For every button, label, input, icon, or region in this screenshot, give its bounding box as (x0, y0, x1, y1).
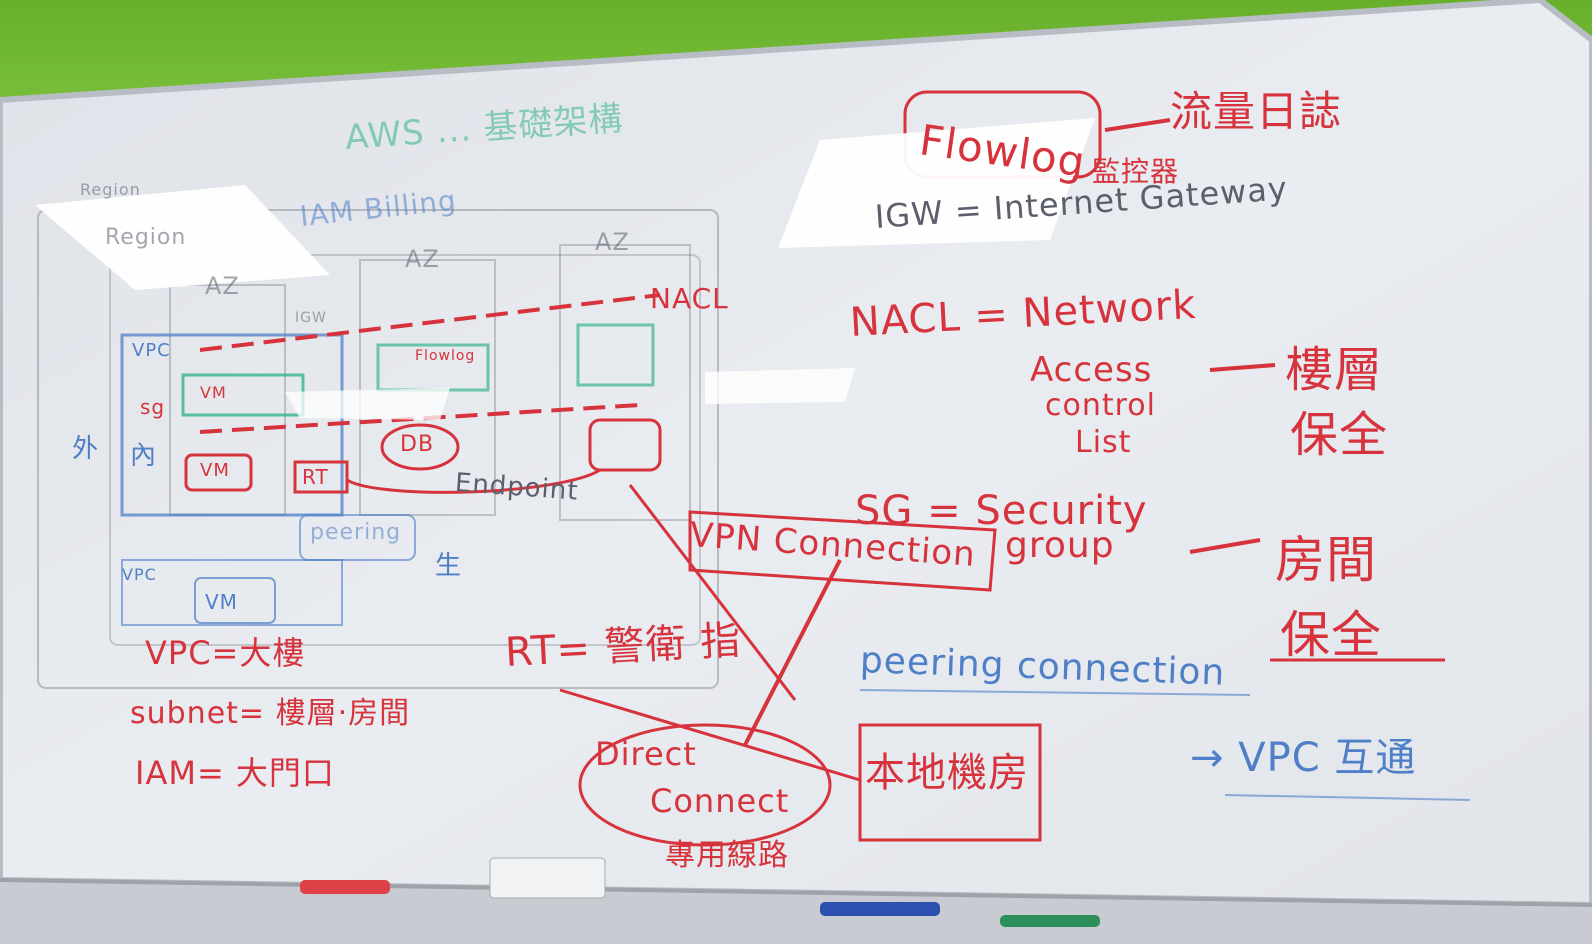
peering-label: peering (310, 520, 402, 545)
inner-label: 內 (130, 441, 158, 471)
marker-tray (0, 880, 1592, 944)
rt-definition: RT= 警衛 指 (504, 617, 743, 676)
direct-connect-2: Connect (650, 782, 790, 820)
vpc-interconnect-label: → VPC 互通 (1190, 735, 1417, 781)
sg-meaning-2: 保全 (1280, 606, 1382, 664)
datacenter-label: 本地機房 (865, 750, 1029, 796)
red-marker (300, 880, 390, 894)
light-glare-2 (778, 118, 1095, 248)
light-glare-3 (705, 368, 855, 404)
vm-label-3: VM (205, 590, 238, 614)
def-subnet: subnet= 樓層‧房間 (130, 696, 411, 731)
sg-def-1: SG = Security (855, 488, 1148, 534)
az-label-2: AZ (405, 245, 440, 273)
vpc-label-1: VPC (132, 340, 171, 361)
vpc-label-2: VPC (122, 565, 157, 584)
outer-label: 外 (72, 434, 100, 464)
region-label: Region (105, 225, 187, 250)
az-label-3: AZ (595, 228, 630, 256)
az-label-1: AZ (205, 272, 240, 300)
region-small-label: Region (80, 180, 141, 199)
nacl-meaning-1: 樓層 (1285, 342, 1384, 398)
flowlog-sub: 監控器 (1092, 155, 1180, 188)
sg-def-2: group (1005, 525, 1115, 566)
sg-label: sg (140, 395, 166, 419)
def-vpc: VPC=大樓 (145, 634, 306, 672)
board-surface (0, 0, 1592, 909)
nacl-arrow-label: NACL (650, 282, 729, 315)
generate-label: 生 (435, 551, 463, 581)
flowlog-small-label: Flowlog (415, 348, 476, 364)
nacl-def-4: List (1075, 425, 1132, 460)
vm-label-2: VM (200, 460, 230, 481)
direct-connect-sub: 專用線路 (665, 838, 789, 873)
nacl-meaning-2: 保全 (1290, 407, 1389, 463)
rt-label: RT (302, 465, 329, 489)
def-iam: IAM= 大門口 (135, 754, 335, 792)
direct-connect-1: Direct (595, 735, 697, 773)
nacl-def-2: Access (1030, 350, 1153, 390)
blue-marker (820, 902, 940, 916)
light-glare-4 (285, 388, 450, 420)
eraser (489, 857, 606, 899)
db-label: DB (400, 432, 435, 457)
igw-tag: IGW (295, 310, 327, 326)
vm-label-1: VM (200, 383, 227, 402)
sg-meaning-1: 房間 (1275, 531, 1377, 589)
nacl-def-3: control (1045, 388, 1156, 423)
flowlog-meaning: 流量日誌 (1170, 87, 1343, 136)
green-marker (1000, 915, 1100, 927)
light-glare-1 (35, 185, 330, 290)
